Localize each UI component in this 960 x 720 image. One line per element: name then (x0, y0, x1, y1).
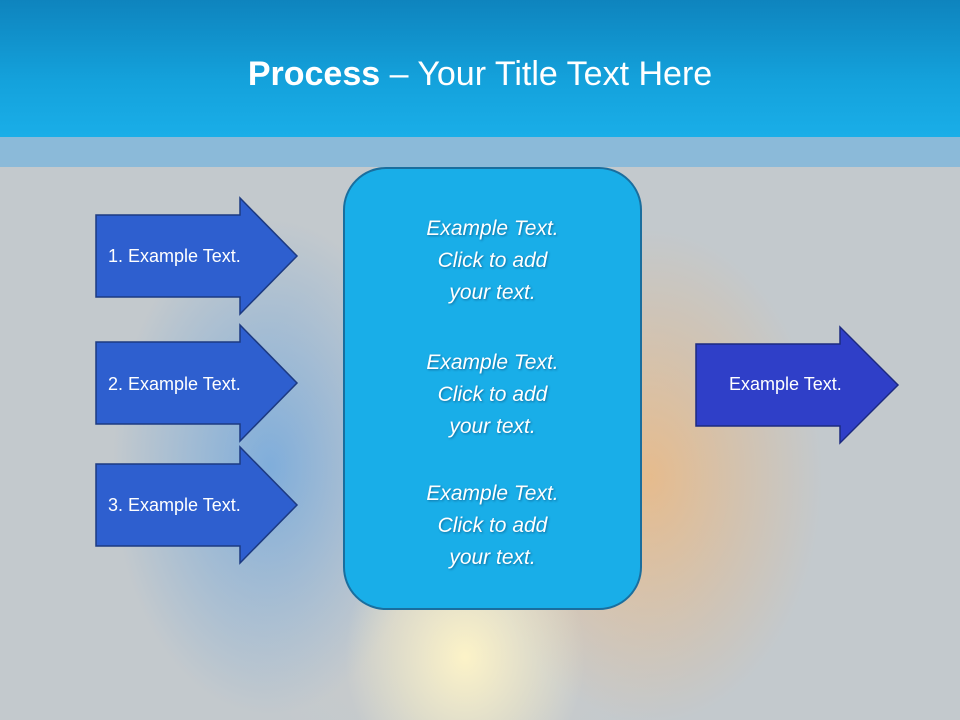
box-paragraph-2-line-2: Click to add (437, 383, 548, 406)
slide-title[interactable]: Process – Your Title Text Here (0, 52, 960, 96)
box-paragraph-3-line-2: Click to add (437, 514, 548, 537)
box-paragraph-2-line-1: Example Text. (426, 351, 559, 374)
arrow-3-label: 3. Example Text. (108, 495, 241, 515)
title-bar (0, 0, 960, 137)
box-paragraph-1-line-3: your text. (449, 281, 536, 304)
result-arrow-label: Example Text. (729, 374, 842, 394)
slide-title-bold: Process (247, 55, 381, 93)
arrow-2-label: 2. Example Text. (108, 374, 241, 394)
header-stripe (0, 137, 960, 167)
box-paragraph-1-line-2: Click to add (437, 249, 548, 272)
result-arrow[interactable] (695, 325, 900, 445)
box-paragraph-2: Example Text. Click to add your text. (345, 347, 640, 443)
box-paragraph-3-line-1: Example Text. (426, 482, 559, 505)
box-paragraph-1-line-1: Example Text. (426, 217, 559, 240)
arrow-1-label: 1. Example Text. (108, 246, 241, 266)
slide-title-rest: – Your Title Text Here (380, 55, 713, 93)
box-paragraph-3-line-3: your text. (449, 546, 536, 569)
center-content-box[interactable] (343, 167, 642, 610)
box-paragraph-2-line-3: your text. (449, 415, 536, 438)
box-paragraph-3: Example Text. Click to add your text. (345, 478, 640, 574)
box-paragraph-1: Example Text. Click to add your text. (345, 213, 640, 309)
process-arrow-3[interactable] (95, 445, 299, 565)
process-arrow-2[interactable] (95, 323, 299, 443)
process-arrow-1[interactable] (95, 196, 299, 316)
